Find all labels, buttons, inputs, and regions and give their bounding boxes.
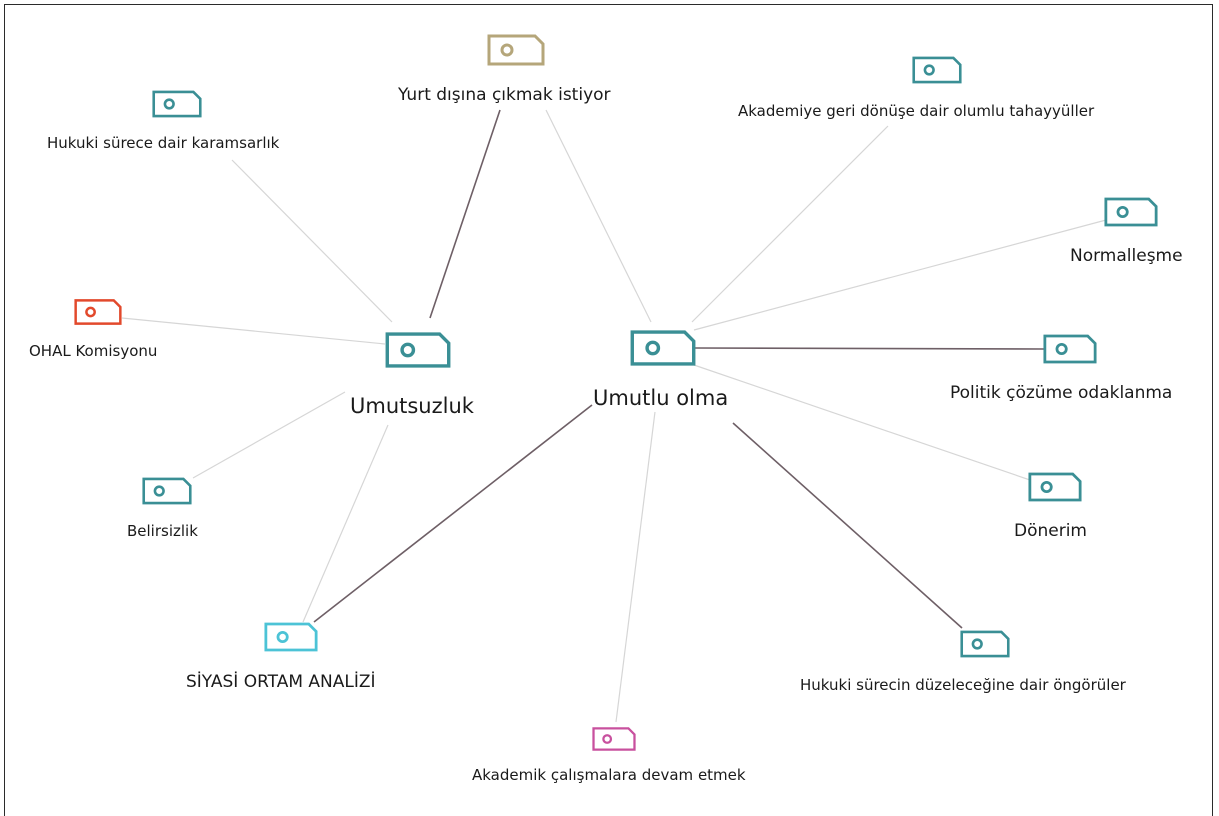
code-node-icon (630, 330, 696, 366)
node-label: Akademik çalışmalara devam etmek (472, 766, 746, 784)
code-node-icon (960, 630, 1010, 658)
node-label: Normalleşme (1070, 246, 1183, 266)
edge-umutlu-normallesme (693, 219, 1107, 331)
edge-umutlu-yurt-disina (545, 109, 652, 323)
edge-umutlu-akademiye-geri (691, 125, 889, 323)
node-label: Umutlu olma (593, 386, 729, 410)
edge-umutsuzluk-hukuki-karamsarlik (231, 159, 393, 323)
code-node-icon (912, 56, 962, 84)
node-label: OHAL Komisyonu (29, 342, 158, 360)
node-label: Umutsuzluk (350, 394, 474, 418)
edge-umutlu-siyasi-ortam (313, 404, 593, 623)
node-label: Akademiye geri dönüşe dair olumlu tahayy… (738, 102, 1095, 120)
edge-umutlu-donerim (693, 364, 1031, 481)
code-node-icon (1104, 197, 1158, 227)
code-node-icon (487, 34, 545, 66)
node-label: Politik çözüme odaklanma (950, 383, 1173, 403)
code-node-icon (152, 90, 202, 118)
edge-umutsuzluk-siyasi-ortam (302, 424, 389, 623)
code-node-icon (74, 299, 122, 325)
code-node-icon (1028, 472, 1082, 502)
code-node-icon (264, 622, 318, 652)
edge-umutlu-politik-cozum (693, 347, 1046, 350)
node-label: SİYASİ ORTAM ANALİZİ (186, 672, 376, 692)
code-node-icon (1043, 334, 1097, 364)
node-label: Yurt dışına çıkmak istiyor (398, 85, 611, 105)
node-label: Hukuki sürecin düzeleceğine dair öngörül… (800, 676, 1126, 694)
node-label: Belirsizlik (127, 522, 198, 540)
code-node-icon (142, 477, 192, 505)
edge-umutsuzluk-ohal (121, 317, 386, 345)
code-node-icon (385, 332, 451, 368)
node-label: Dönerim (1014, 521, 1087, 541)
edge-umutlu-hukuki-duzelecek (732, 422, 963, 629)
diagram-frame (4, 4, 1213, 816)
edge-umutlu-akademik-calisma (615, 411, 656, 723)
edge-umutsuzluk-belirsizlik (192, 391, 346, 479)
edge-umutsuzluk-yurt-disina (429, 109, 501, 319)
code-node-icon (592, 727, 636, 751)
node-label: Hukuki sürece dair karamsarlık (47, 134, 280, 152)
